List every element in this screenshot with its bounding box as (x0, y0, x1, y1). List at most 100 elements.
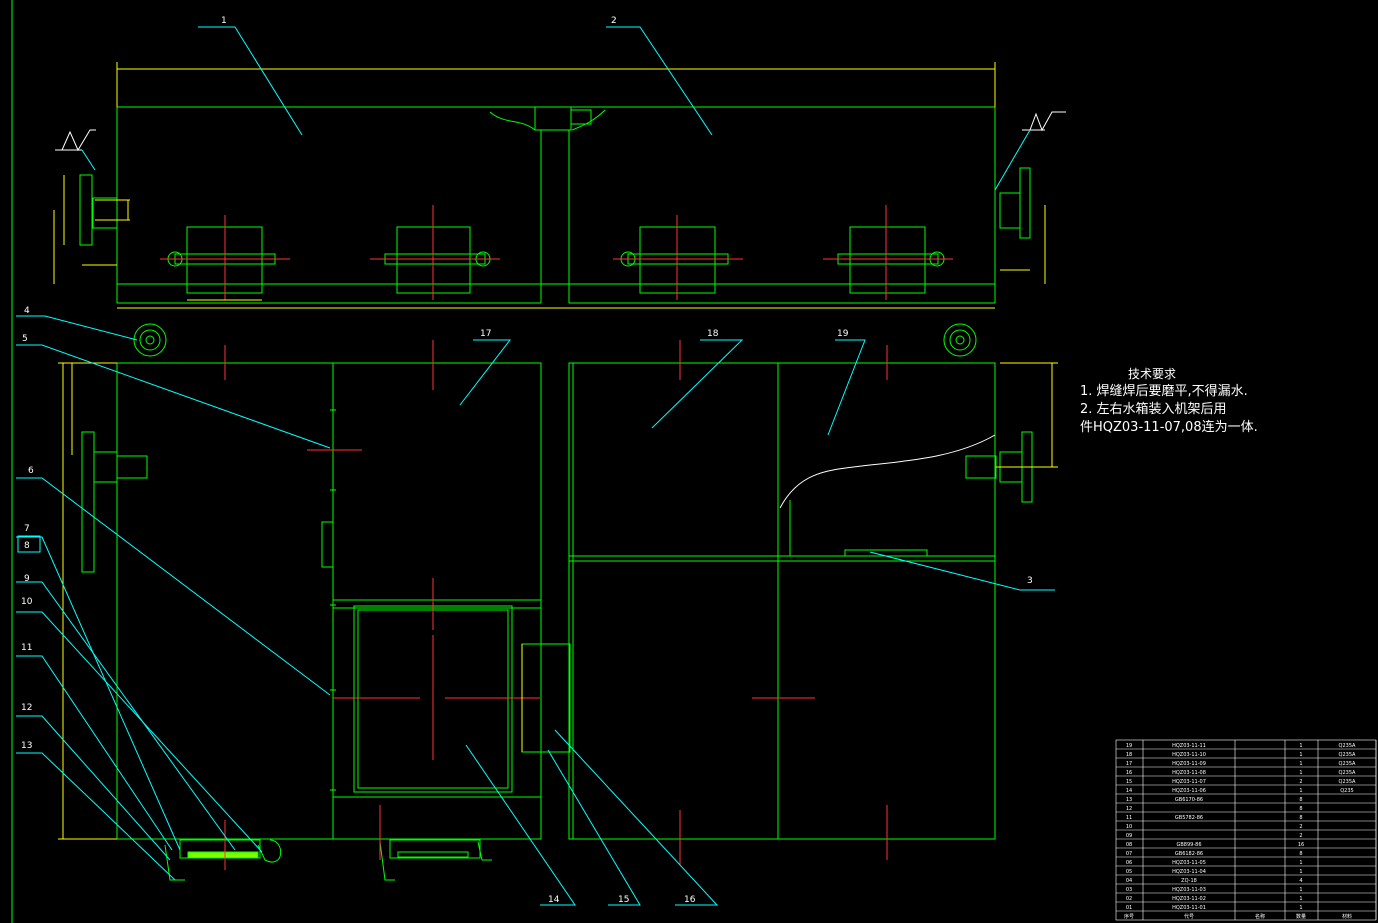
callout-16: 16 (684, 895, 696, 905)
bom-cell: 8 (1299, 806, 1302, 812)
bom-cell: 1 (1299, 860, 1302, 866)
bom-cell: 07 (1126, 851, 1132, 857)
plan-view-dimensions (58, 362, 1058, 840)
bom-header-cell: 名称 (1255, 913, 1265, 920)
bom-cell: 02 (1126, 896, 1132, 902)
bom-cell: 17 (1126, 761, 1132, 767)
bom-cell: HQZ03-11-11 (1172, 743, 1206, 749)
bom-cell: 19 (1126, 743, 1132, 749)
bom-cell: GB899-86 (1176, 842, 1201, 848)
surface-finish-mark-right (994, 111, 1066, 191)
bom-cell: 14 (1126, 788, 1132, 794)
callout-12: 12 (21, 703, 32, 713)
bom-cell: ZQ-18 (1181, 878, 1197, 884)
bom-cell: 8 (1299, 851, 1302, 857)
bom-header-cell: 代号 (1184, 913, 1194, 920)
bom-cell: 1 (1299, 752, 1302, 758)
plan-view-centerlines (224, 340, 888, 870)
bom-header-cell: 序号 (1124, 913, 1134, 920)
callout-13: 13 (21, 741, 32, 751)
bom-cell: 04 (1126, 878, 1132, 884)
bom-cell: 8 (1299, 815, 1302, 821)
bom-cell: 11 (1126, 815, 1132, 821)
top-view-dimensions (53, 62, 1046, 309)
right-tank-plan (568, 362, 1033, 840)
bom-cell: GB5782-86 (1175, 815, 1203, 821)
callout-14: 14 (548, 895, 560, 905)
callout-11: 11 (21, 643, 32, 653)
bom-cell: Q235A (1339, 779, 1356, 785)
top-view-centerlines (160, 205, 953, 300)
callout-19: 19 (837, 329, 849, 339)
bom-cell: 01 (1126, 905, 1132, 911)
tech-requirement-1: 1. 焊缝焊后要磨平,不得漏水. (1080, 384, 1248, 399)
tech-requirement-2: 2. 左右水箱装入机架后用 (1080, 402, 1227, 417)
bom-cell: HQZ03-11-04 (1172, 869, 1206, 875)
bom-cell: HQZ03-11-05 (1172, 860, 1206, 866)
callout-4: 4 (24, 306, 30, 316)
bom-cell: HQZ03-11-01 (1172, 905, 1206, 911)
bom-cell: 2 (1299, 824, 1302, 830)
bom-cell: HQZ03-11-08 (1172, 770, 1206, 776)
bom-cell: 16 (1298, 842, 1304, 848)
bom-cell: 2 (1299, 833, 1302, 839)
left-tank-plan (81, 362, 571, 881)
callout-2: 2 (611, 16, 617, 26)
tech-requirements-title: 技术要求 (1128, 367, 1177, 381)
callout-8: 8 (24, 541, 30, 551)
callout-17: 17 (480, 329, 491, 339)
callout-5: 5 (22, 334, 28, 344)
callout-7: 7 (24, 524, 30, 534)
callout-1: 1 (221, 16, 227, 26)
bom-cell: 09 (1126, 833, 1132, 839)
bom-cell: 10 (1126, 824, 1132, 830)
bom-cell: 1 (1299, 743, 1302, 749)
bom-cell: 05 (1126, 869, 1132, 875)
callout-9: 9 (24, 574, 30, 584)
bom-cell: 1 (1299, 869, 1302, 875)
technical-requirements: 技术要求 1. 焊缝焊后要磨平,不得漏水. 2. 左右水箱装入机架后用 件HQZ… (1080, 365, 1258, 437)
callout-3: 3 (1027, 576, 1033, 586)
bom-cell: 06 (1126, 860, 1132, 866)
level-gauge-left (133, 323, 167, 357)
callout-6: 6 (28, 466, 34, 476)
callout-labels: 1 2 3 4 5 6 7 8 9 10 11 12 13 14 15 16 1… (21, 16, 1033, 905)
level-gauge-right (943, 323, 977, 357)
bom-header-cell: 材料 (1342, 913, 1352, 920)
bom-cell: 03 (1126, 887, 1132, 893)
bom-cell: 13 (1126, 797, 1132, 803)
bom-cell: HQZ03-11-10 (1172, 752, 1206, 758)
bom-cell: 16 (1126, 770, 1132, 776)
tech-requirement-3: 件HQZ03-11-07,08连为一体. (1080, 420, 1258, 435)
bom-header-cell: 数量 (1296, 913, 1306, 920)
bom-cell: HQZ03-11-09 (1172, 761, 1206, 767)
bom-cell: 1 (1299, 905, 1302, 911)
bom-cell: 15 (1126, 779, 1132, 785)
callout-8-box (17, 535, 41, 553)
bom-cell: 8 (1299, 797, 1302, 803)
bom-cell: Q235A (1339, 761, 1356, 767)
bom-cell: 1 (1299, 887, 1302, 893)
bom-cell: 12 (1126, 806, 1132, 812)
bom-cell: 1 (1299, 788, 1302, 794)
callout-18: 18 (707, 329, 719, 339)
bom-cell: HQZ03-11-07 (1172, 779, 1206, 785)
bom-cell: 2 (1299, 779, 1302, 785)
bom-cell: Q235A (1339, 752, 1356, 758)
bom-cell: 1 (1299, 770, 1302, 776)
callout-10: 10 (21, 597, 33, 607)
bom-cell: 08 (1126, 842, 1132, 848)
bom-cell: GB6182-86 (1175, 851, 1203, 857)
bom-cell: Q235 (1340, 788, 1353, 794)
bom-cell: HQZ03-11-02 (1172, 896, 1206, 902)
bom-cell: Q235A (1339, 743, 1356, 749)
top-view (79, 106, 1031, 304)
left-tank-hinge-marks (330, 409, 336, 791)
leader-lines (16, 26, 1055, 906)
bom-cell: 4 (1299, 878, 1302, 884)
bom-cell: GB6170-86 (1175, 797, 1203, 803)
bom-cell: HQZ03-11-06 (1172, 788, 1206, 794)
bom-cell: HQZ03-11-03 (1172, 887, 1206, 893)
